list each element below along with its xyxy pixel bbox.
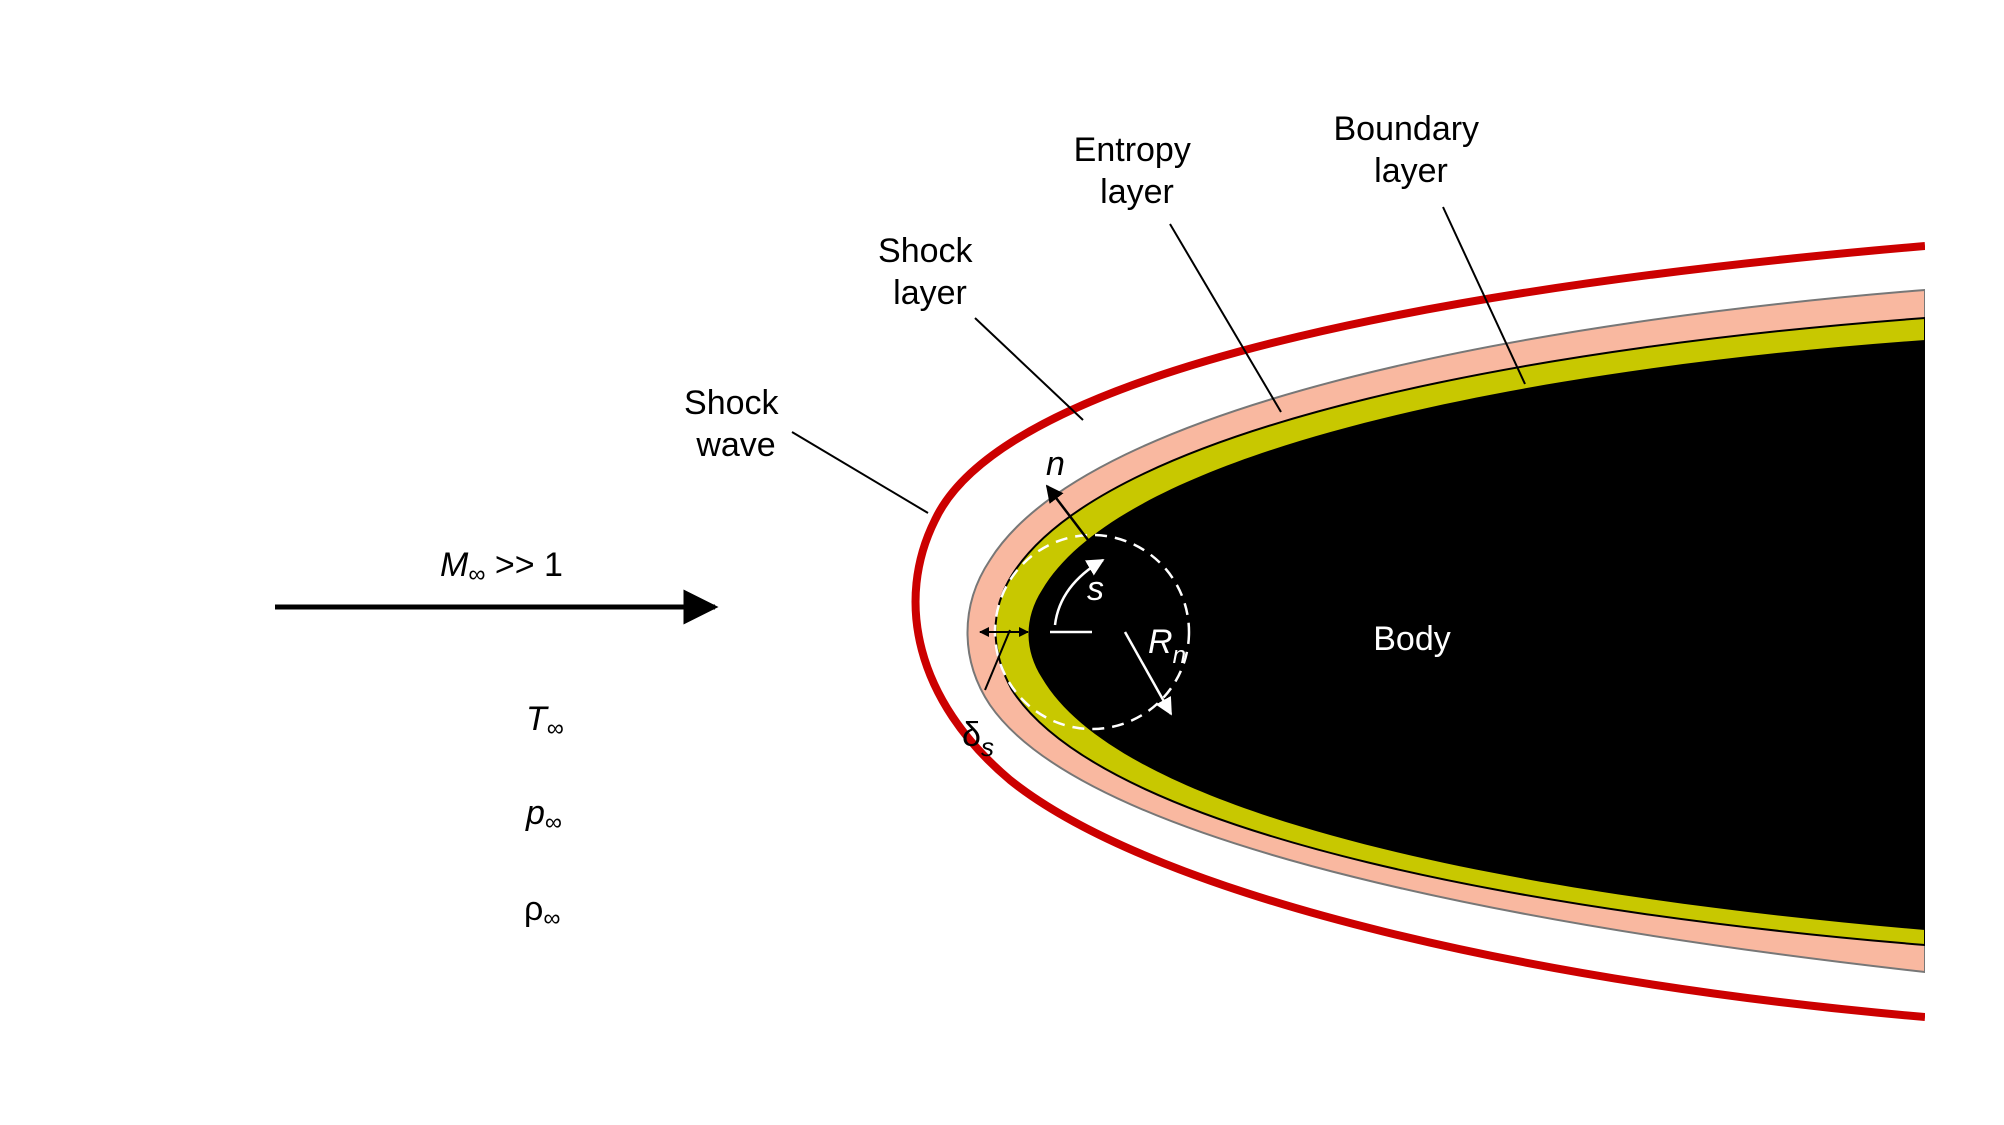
freestream-temperature-label: T∞ <box>526 700 564 742</box>
nose-radius-label: Rn <box>1148 623 1186 669</box>
shock-wave-leader <box>791 431 929 514</box>
boundary-layer-leader <box>1442 206 1526 385</box>
shock-wave-curve <box>911 242 1925 1021</box>
normal-coordinate-arrow <box>1045 484 1089 541</box>
shock-layer-label: Shock layer <box>878 232 982 312</box>
shock-wave-label: Shock wave <box>684 384 788 464</box>
freestream-mach-label: M∞ >> 1 <box>440 546 563 588</box>
entropy-layer-leader <box>1169 223 1282 413</box>
shock-layer-leader <box>974 317 1084 421</box>
body-shape <box>1028 340 1925 930</box>
shock-standoff-label: δs <box>962 716 994 762</box>
body-label: Body <box>1373 620 1451 658</box>
shock-standoff-leader <box>984 629 1011 691</box>
boundary-layer-label: Boundary layer <box>1334 110 1489 190</box>
normal-coordinate-label: n <box>1046 445 1065 483</box>
entropy-layer-label: Entropy layer <box>1074 131 1201 211</box>
surface-coordinate-label: s <box>1087 570 1104 608</box>
surface-coordinate-arrow <box>1053 558 1105 626</box>
nose-radius-arrow <box>1123 631 1173 716</box>
freestream-density-label: ρ∞ <box>524 890 560 932</box>
freestream-pressure-label: p∞ <box>525 794 562 836</box>
